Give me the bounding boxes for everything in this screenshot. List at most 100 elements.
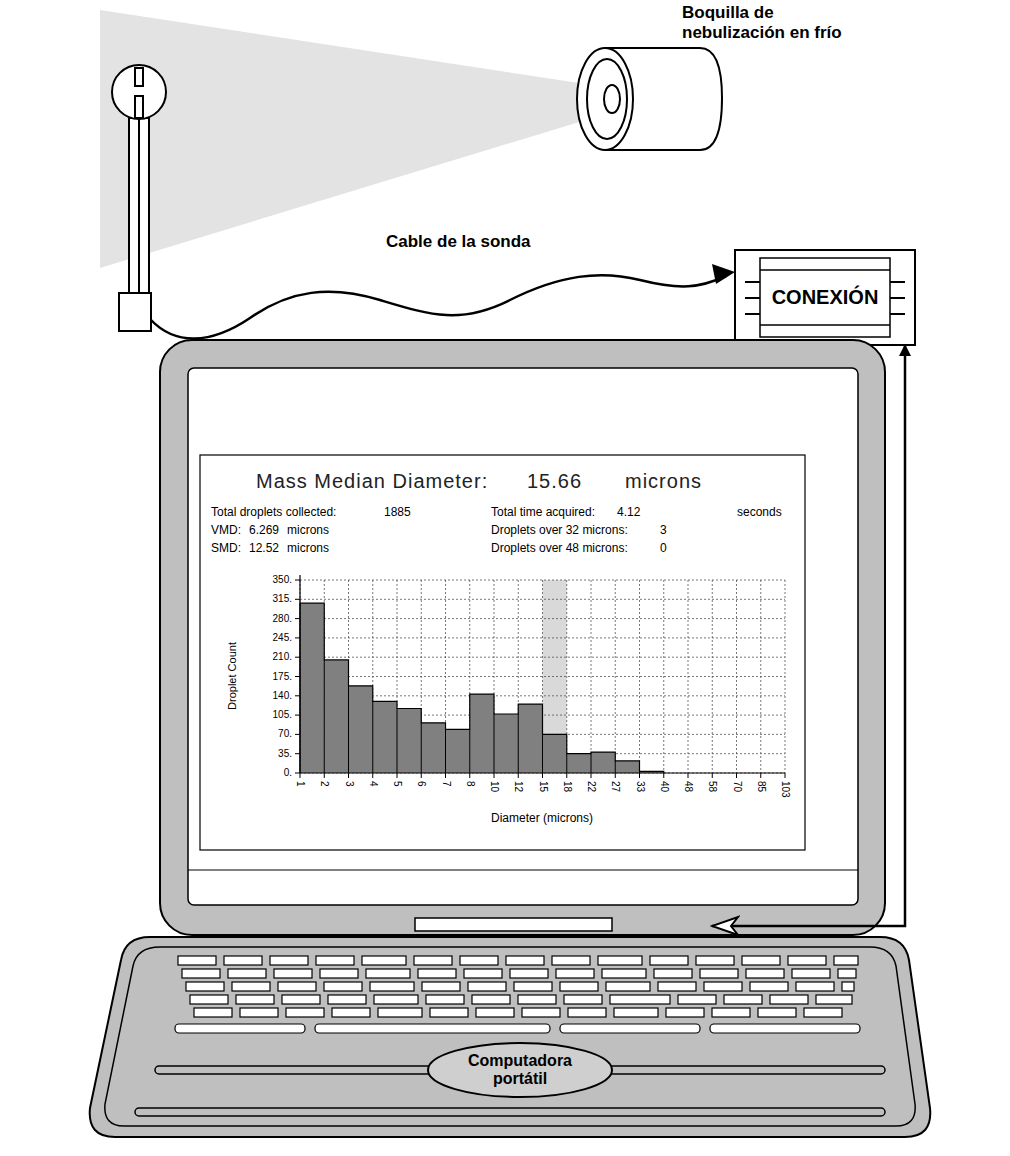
- cable-arrowhead: [712, 264, 735, 284]
- x-tick-label: 85: [755, 781, 767, 792]
- stat-label: VMD:: [211, 523, 241, 537]
- stat-label: Total droplets collected:: [211, 505, 336, 519]
- stat-value: 6.269: [249, 523, 279, 537]
- key: [224, 956, 262, 965]
- key: [650, 956, 688, 965]
- x-tick-label: 58: [706, 781, 718, 792]
- x-axis: [300, 772, 785, 773]
- key: [506, 956, 544, 965]
- x-tick-label: 18: [561, 781, 573, 792]
- y-tick-label: 210.: [242, 651, 292, 663]
- histogram: [295, 575, 785, 778]
- x-tick-label: 8: [464, 781, 476, 787]
- bar-edge: [591, 754, 592, 773]
- key: [374, 995, 418, 1004]
- key: [606, 982, 650, 991]
- key: [464, 969, 502, 978]
- label-oval: [428, 1043, 612, 1097]
- x-tick-label: 15: [537, 781, 549, 792]
- axis-title: Droplet Count: [226, 642, 238, 710]
- x-tick: [469, 773, 470, 778]
- grid-line: [300, 773, 785, 774]
- stat-value: 4.12: [617, 505, 640, 519]
- y-tick-label: 0.: [242, 767, 292, 779]
- key: [278, 982, 316, 991]
- stat-unit: seconds: [737, 505, 782, 519]
- space-key: [315, 1024, 550, 1033]
- histogram-bar: [470, 694, 494, 773]
- x-tick: [615, 773, 616, 778]
- space-key: [175, 1024, 305, 1033]
- grid-line: [300, 637, 785, 638]
- y-tick: [295, 599, 300, 600]
- histogram-bar: [543, 734, 567, 773]
- key: [522, 1008, 560, 1017]
- x-tick: [518, 773, 519, 778]
- x-tick: [591, 773, 592, 778]
- histogram-bar: [446, 729, 470, 773]
- bar-edge: [445, 729, 446, 773]
- highlight-bin: [543, 580, 567, 773]
- y-tick-label: 315.: [242, 593, 292, 605]
- connector: [712, 345, 905, 926]
- x-tick: [372, 773, 373, 778]
- stat-label: SMD:: [211, 541, 241, 555]
- histogram-bar: [349, 686, 373, 773]
- palm-line: [595, 1066, 885, 1074]
- grid-line: [300, 657, 785, 658]
- key: [700, 969, 738, 978]
- x-tick: [494, 773, 495, 778]
- key: [476, 1008, 514, 1017]
- node-label: Computadora portátil: [445, 1052, 595, 1089]
- key: [796, 982, 834, 991]
- key: [316, 956, 354, 965]
- key: [414, 956, 452, 965]
- key: [418, 969, 456, 978]
- key: [696, 956, 734, 965]
- key: [788, 956, 826, 965]
- key: [758, 1008, 796, 1017]
- y-tick-label: 280.: [242, 613, 292, 625]
- screen-display: [188, 368, 858, 905]
- key: [328, 995, 366, 1004]
- connection-box: [735, 250, 915, 345]
- bar-edge: [615, 761, 616, 773]
- key: [792, 969, 830, 978]
- x-tick-label: 3: [343, 781, 355, 787]
- key: [240, 1008, 278, 1017]
- key: [834, 956, 858, 965]
- x-tick-label: 2: [318, 781, 330, 787]
- hinge-slot: [415, 918, 612, 931]
- key: [270, 956, 308, 965]
- x-tick: [566, 773, 567, 778]
- y-tick: [295, 580, 300, 581]
- stat-label: Droplets over 48 microns:: [491, 541, 628, 555]
- x-tick-label: 40: [658, 781, 670, 792]
- y-tick-label: 245.: [242, 632, 292, 644]
- key: [666, 1008, 704, 1017]
- grid-line: [591, 580, 592, 773]
- key: [598, 956, 642, 965]
- palm-line: [135, 1108, 885, 1116]
- key: [320, 969, 358, 978]
- stat-unit: microns: [287, 541, 329, 555]
- x-tick: [712, 773, 713, 778]
- bar-edge: [469, 729, 470, 773]
- key: [426, 995, 464, 1004]
- key: [460, 956, 498, 965]
- x-tick-label: 70: [731, 781, 743, 792]
- y-tick-label: 175.: [242, 671, 292, 683]
- y-tick: [295, 753, 300, 754]
- histogram-bar: [591, 752, 615, 773]
- x-tick-label: 27: [609, 781, 621, 792]
- key: [186, 982, 224, 991]
- key: [564, 995, 602, 1004]
- stat-label: Droplets over 32 microns:: [491, 523, 628, 537]
- laptop-screen: [160, 340, 885, 935]
- x-tick-label: 12: [512, 781, 524, 792]
- x-tick: [785, 773, 786, 778]
- histogram-bar: [494, 714, 518, 773]
- part-label: Boquilla de nebulización en frío: [682, 3, 874, 43]
- x-tick-label: 22: [585, 781, 597, 792]
